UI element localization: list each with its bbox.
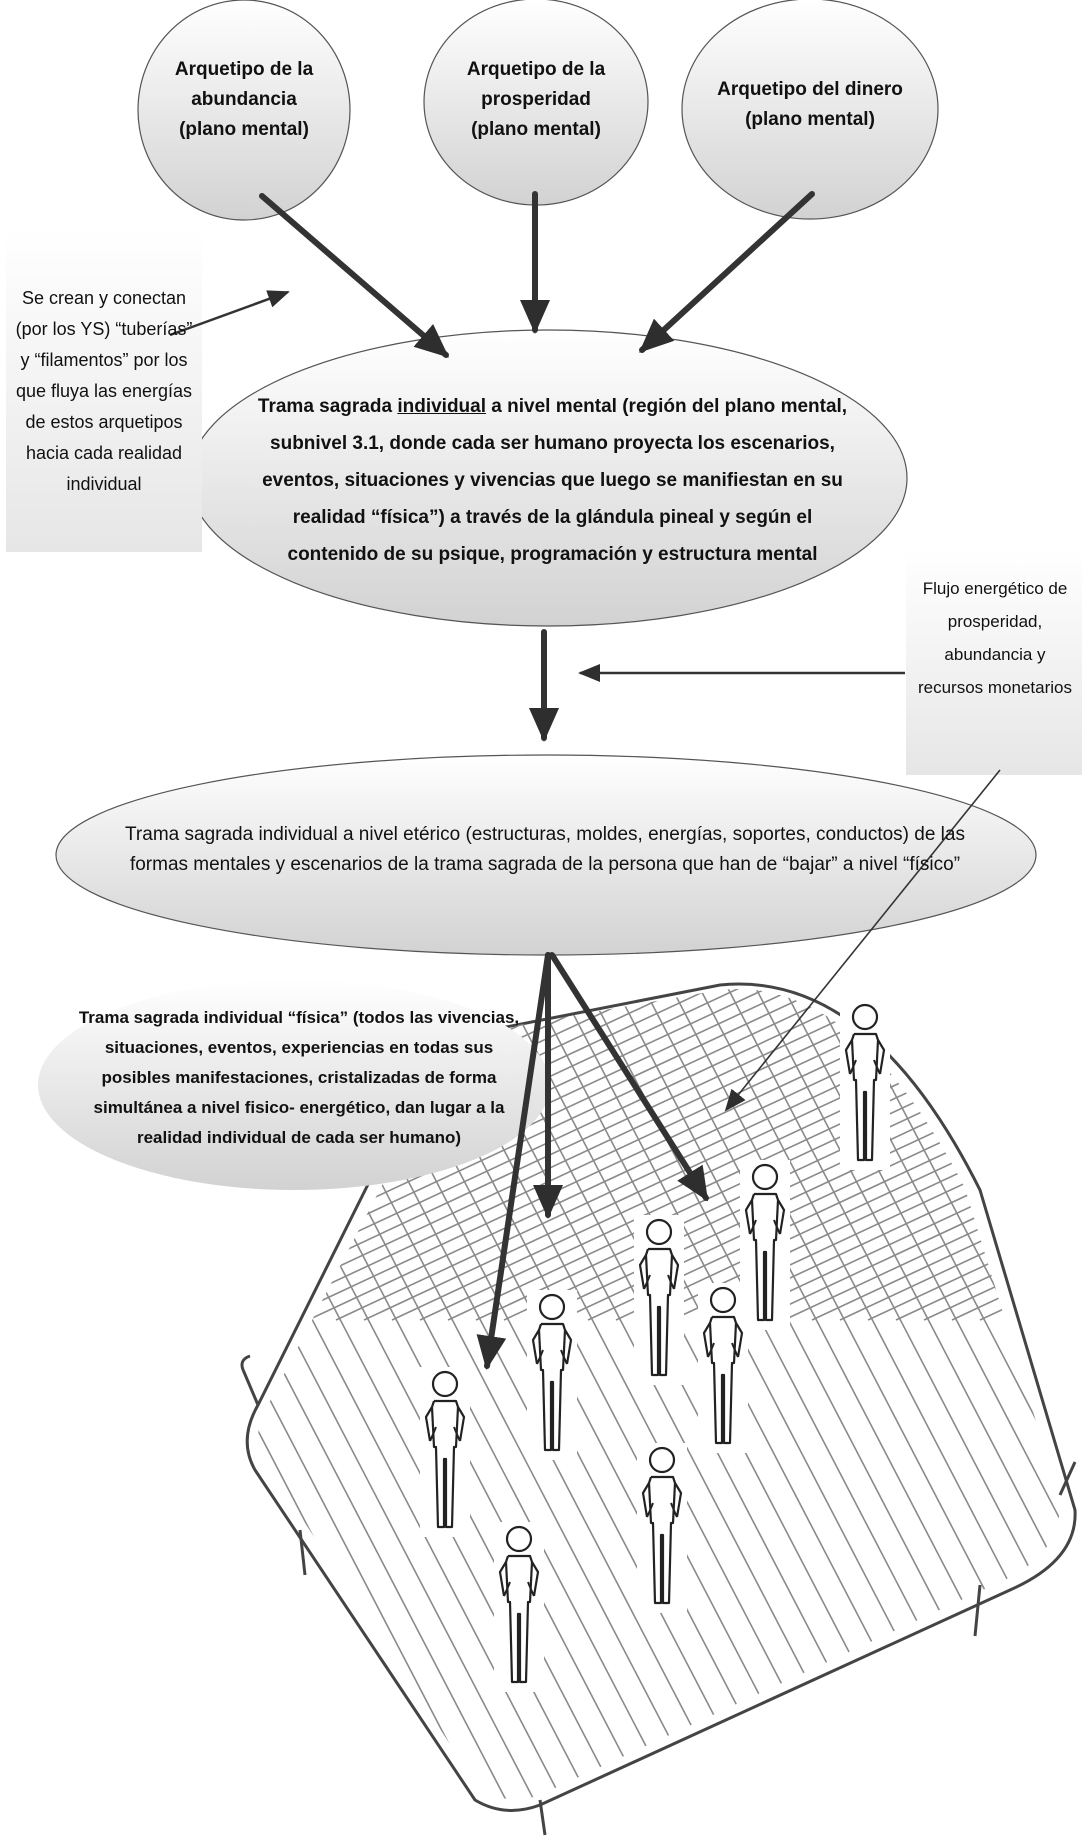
energy-flow-box — [906, 550, 1082, 775]
grid-wire — [1017, 989, 1061, 1800]
grid-wire — [0, 900, 32, 1320]
person-figure-6 — [420, 1367, 470, 1537]
grid-wire — [258, 989, 1061, 1321]
grid-wire — [307, 989, 1061, 1321]
grid-wire — [447, 989, 1061, 1321]
grid-wire — [933, 989, 1061, 1800]
arrow-etheric-to-physical-1 — [476, 952, 551, 1370]
grid-wire — [811, 989, 1061, 1321]
grid-wire — [755, 989, 1061, 1321]
arrow-etheric-to-physical-3 — [549, 952, 709, 1202]
person-figure-8 — [494, 1522, 544, 1692]
person-figure-5 — [527, 1290, 577, 1460]
archetype-money-label: Arquetipo del dinero (plano mental) — [717, 79, 903, 130]
mental-plane-suffix: a nivel mental (región del plano mental,… — [262, 395, 848, 565]
side-note-box — [6, 230, 202, 552]
grid-wire — [258, 989, 643, 1800]
grid-wire — [783, 989, 1061, 1321]
grid-wire — [258, 989, 671, 1800]
archetype-abundance-ellipse — [137, 0, 351, 221]
archetype-money-ellipse — [681, 0, 939, 220]
person-figure-4 — [698, 1283, 748, 1453]
grid-wire — [727, 989, 1061, 1321]
grid-wire — [961, 989, 1061, 1800]
person-figure-7 — [637, 1443, 687, 1613]
grid-wire — [258, 989, 587, 1800]
person-figure-1 — [840, 1000, 890, 1170]
grid-wire — [258, 989, 615, 1800]
grid-wire — [0, 900, 4, 1320]
energy-flow-label: Flujo energético de prosperidad, abundan… — [917, 578, 1072, 697]
etheric-plane-label: Trama sagrada individual a nivel etérico… — [125, 824, 965, 875]
archetype-prosperity-label: Arquetipo de la prosperidad (plano menta… — [466, 59, 606, 140]
grid-wire — [1045, 989, 1061, 1800]
side-note-label: Se crean y conectan (por los YS) “tuberí… — [15, 287, 193, 494]
arrow-abundance-to-mental — [259, 193, 450, 358]
arrow-energy-flow-to-grid — [724, 769, 1001, 1112]
physical-plane-label: Trama sagrada individual “física” (todos… — [78, 1008, 520, 1147]
grid-wire — [877, 989, 1061, 1800]
arrow-money-to-mental — [639, 191, 815, 353]
mental-plane-prefix: Trama sagrada — [257, 395, 398, 417]
grid-wire — [979, 989, 1061, 1321]
grid-wire — [258, 989, 1061, 1321]
grid-wire — [671, 989, 1061, 1321]
grid-wire — [793, 989, 1061, 1800]
grid-wire — [0, 900, 54, 1843]
physical-plane-ellipse — [38, 980, 550, 1190]
grid-wire — [699, 989, 1061, 1321]
grid-wire — [335, 989, 1061, 1321]
grid-wire — [905, 989, 1061, 1800]
grid-wire — [643, 989, 1061, 1321]
grid-wire — [363, 989, 1061, 1321]
archetype-abundance-label: Arquetipo de la abundancia (plano mental… — [174, 59, 314, 140]
grid-wire — [989, 989, 1061, 1800]
grid-wire — [258, 989, 559, 1800]
arrow-side-note-to-mental — [169, 290, 290, 337]
grid-wire — [1074, 900, 1085, 1843]
person-figure-3 — [634, 1215, 684, 1385]
grid-wire — [951, 989, 1061, 1321]
mental-plane-label: Trama sagrada individual a nivel mental … — [245, 380, 860, 580]
mental-plane-underlined: individual — [397, 395, 487, 417]
grid-wire — [0, 900, 26, 1843]
grid-wire — [765, 989, 1061, 1800]
